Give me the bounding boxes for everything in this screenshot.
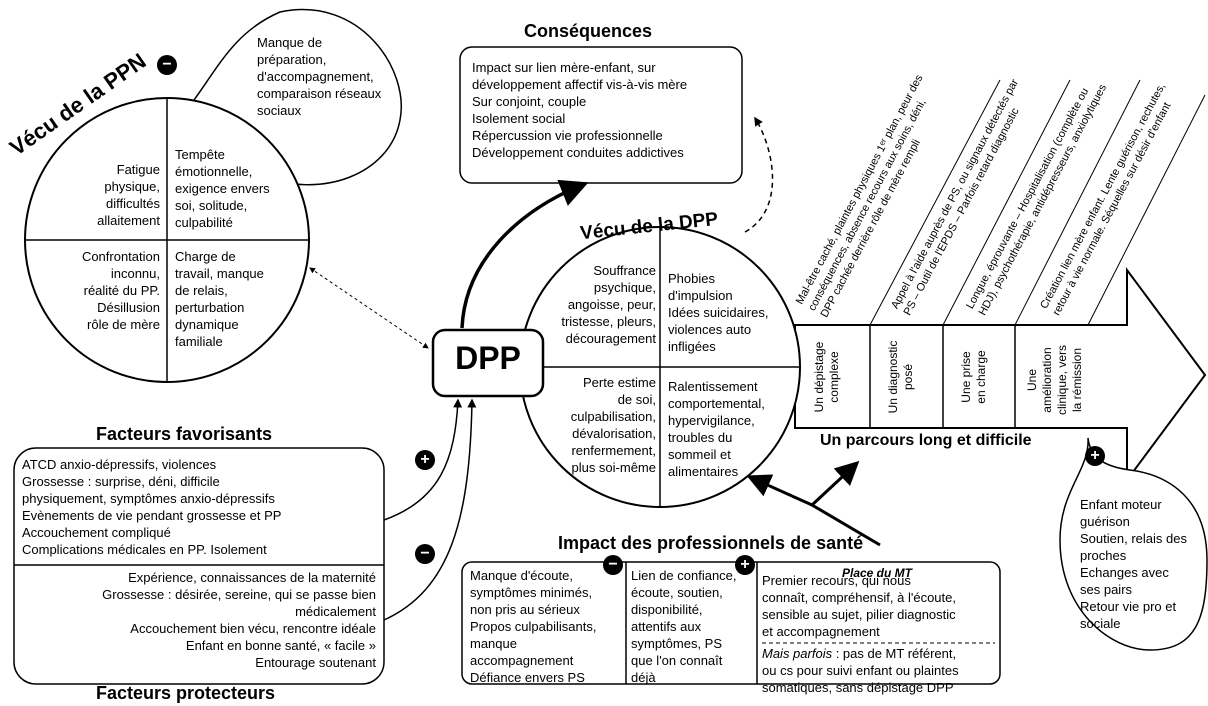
ppn-q-top-left: Fatigue physique, difficultés allaitemen…: [97, 162, 160, 228]
arrow-protecteurs-to-dpp: [383, 398, 477, 621]
ppn-negative-text: Manque de préparation, d'accompagnement,…: [257, 35, 382, 118]
parcours-arrow: [794, 266, 1207, 484]
ppn-q-bottom-left: Confrontation inconnu, réalité du PP. Dé…: [81, 249, 160, 332]
facteurs-box: [13, 447, 385, 685]
impact-ps-mt-text: Premier recours, qui nous connaît, compr…: [762, 573, 956, 639]
ppn-q-bottom-right: Charge de travail, manque de relais, per…: [175, 249, 264, 349]
parcours-step-1: Un dépistage complexe: [812, 341, 841, 413]
facteurs-protecteurs-text: Expérience, connaissances de la maternit…: [102, 570, 376, 670]
dpp-box: [431, 328, 545, 398]
parcours-positive-bubble: [1059, 437, 1208, 651]
consequences-box: [459, 46, 743, 184]
impact-ps-mt-but-text: : pas de MT référent, ou cs pour suivi e…: [762, 646, 959, 695]
parcours-title: Un parcours long et difficile: [820, 432, 1032, 449]
arrow-ps-to-dpp-circle: [746, 474, 813, 507]
arrow-ppn-dpp: [309, 267, 429, 349]
plus-icon: +: [735, 555, 755, 575]
dpp-center-label: DPP: [455, 340, 521, 376]
facteurs-favorisants-title: Facteurs favorisants: [96, 424, 273, 444]
arrow-dpp-to-consequences: [460, 179, 589, 329]
consequences-text: Impact sur lien mère-enfant, sur dévelop…: [472, 60, 688, 160]
facteurs-favorisants-text: ATCD anxio-dépressifs, violences Grosses…: [22, 457, 282, 557]
parcours-step-3: Une prise en charge: [959, 350, 988, 404]
dpp-q-bottom-right: Ralentissement comportemental, hypervigi…: [668, 379, 765, 479]
ppn-q-top-right: Tempête émotionnelle, exigence envers so…: [175, 147, 270, 230]
plus-icon: +: [1085, 446, 1105, 466]
minus-icon: −: [157, 55, 177, 75]
parcours-step-2: Un diagnostic posé: [886, 340, 915, 414]
impact-ps-mt-but: Mais parfois : pas de MT référent, ou cs…: [762, 645, 959, 696]
parcours-step-4: Une amélioration clinique, vers la rémis…: [1025, 344, 1084, 416]
plus-icon: +: [415, 450, 435, 470]
impact-ps-mt-but-label: Mais parfois: [762, 646, 833, 661]
arrow-dpp-circle-to-consequences: [744, 116, 774, 233]
minus-icon: −: [603, 555, 623, 575]
arrow-favorisants-to-dpp: [383, 398, 463, 521]
parcours-positive-text: Enfant moteur guérison Soutien, relais d…: [1080, 497, 1187, 631]
facteurs-protecteurs-title: Facteurs protecteurs: [96, 683, 276, 703]
impact-ps-box: [461, 561, 1001, 685]
consequences-title: Conséquences: [524, 21, 653, 41]
dpp-q-top-left: Souffrance psychique, angoisse, peur, tr…: [561, 263, 656, 346]
minus-icon: −: [415, 544, 435, 564]
dpp-q-top-right: Phobies d'impulsion Idées suicidaires, v…: [668, 271, 769, 354]
impact-ps-title: Impact des professionnels de santé: [558, 533, 864, 553]
impact-ps-positive: Lien de confiance, écoute, soutien, disp…: [631, 568, 737, 685]
impact-ps-negative: Manque d'écoute, symptômes minimés, non …: [470, 568, 597, 685]
impact-ps-mt-title: Place du MT: [841, 566, 912, 580]
dpp-q-bottom-left: Perte estime de soi, culpabilisation, dé…: [570, 375, 656, 475]
